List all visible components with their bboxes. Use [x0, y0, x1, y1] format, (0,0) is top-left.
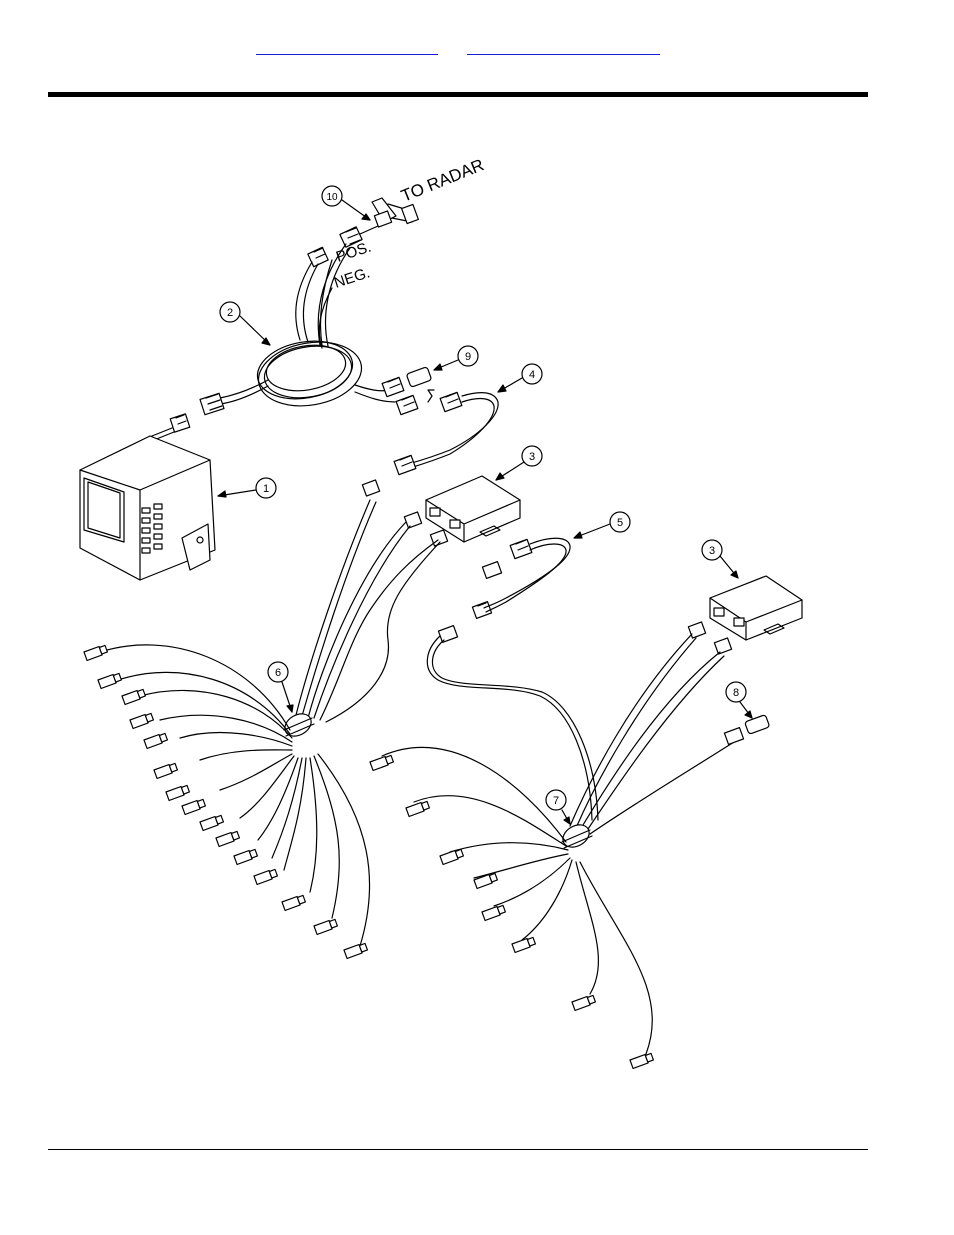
wiring-harness-diagram: TO RADAR POS. NEG. — [70, 140, 810, 1080]
callout-1: 1 — [263, 483, 269, 495]
connector-module-upper-a — [394, 455, 416, 474]
connector-9-plug — [382, 377, 404, 396]
connector-module-upper-b — [362, 480, 379, 496]
callout-9: 9 — [465, 351, 471, 363]
connector-module-upper-c — [404, 512, 421, 528]
harness-7 — [382, 634, 734, 1054]
header-link-1[interactable] — [256, 38, 438, 55]
callout-3-upper: 3 — [529, 451, 535, 463]
connector-5-c — [472, 602, 491, 619]
cable-coil-2 — [253, 334, 367, 413]
to-radar-label: TO RADAR — [398, 155, 486, 205]
callout-2: 2 — [227, 307, 233, 319]
connector-5-d — [438, 626, 457, 643]
plug-8 — [724, 715, 769, 745]
control-module-3-lower — [710, 576, 802, 640]
cap-9 — [406, 367, 431, 388]
connector-4-left — [396, 395, 418, 414]
terminals-harness-7 — [370, 754, 654, 1068]
callout-3-lower: 3 — [709, 545, 715, 557]
callout-5: 5 — [617, 517, 623, 529]
terminals-harness-6 — [84, 644, 368, 958]
connector-display-1 — [200, 393, 224, 414]
display-console-1 — [80, 436, 215, 580]
header-links — [0, 38, 954, 58]
connector-5-b — [482, 562, 501, 579]
footer-rule — [48, 1149, 868, 1150]
connector-module-lower-b — [714, 638, 731, 654]
connector-5-a — [510, 539, 532, 558]
callout-6: 6 — [275, 667, 281, 679]
callout-4: 4 — [529, 369, 535, 381]
header-rule — [48, 92, 868, 97]
connector-display-2 — [170, 414, 190, 432]
header-link-2[interactable] — [467, 38, 660, 55]
connector-4-right — [440, 392, 462, 411]
callout-7: 7 — [553, 795, 559, 807]
callout-10: 10 — [326, 192, 338, 203]
callout-8: 8 — [733, 687, 739, 699]
